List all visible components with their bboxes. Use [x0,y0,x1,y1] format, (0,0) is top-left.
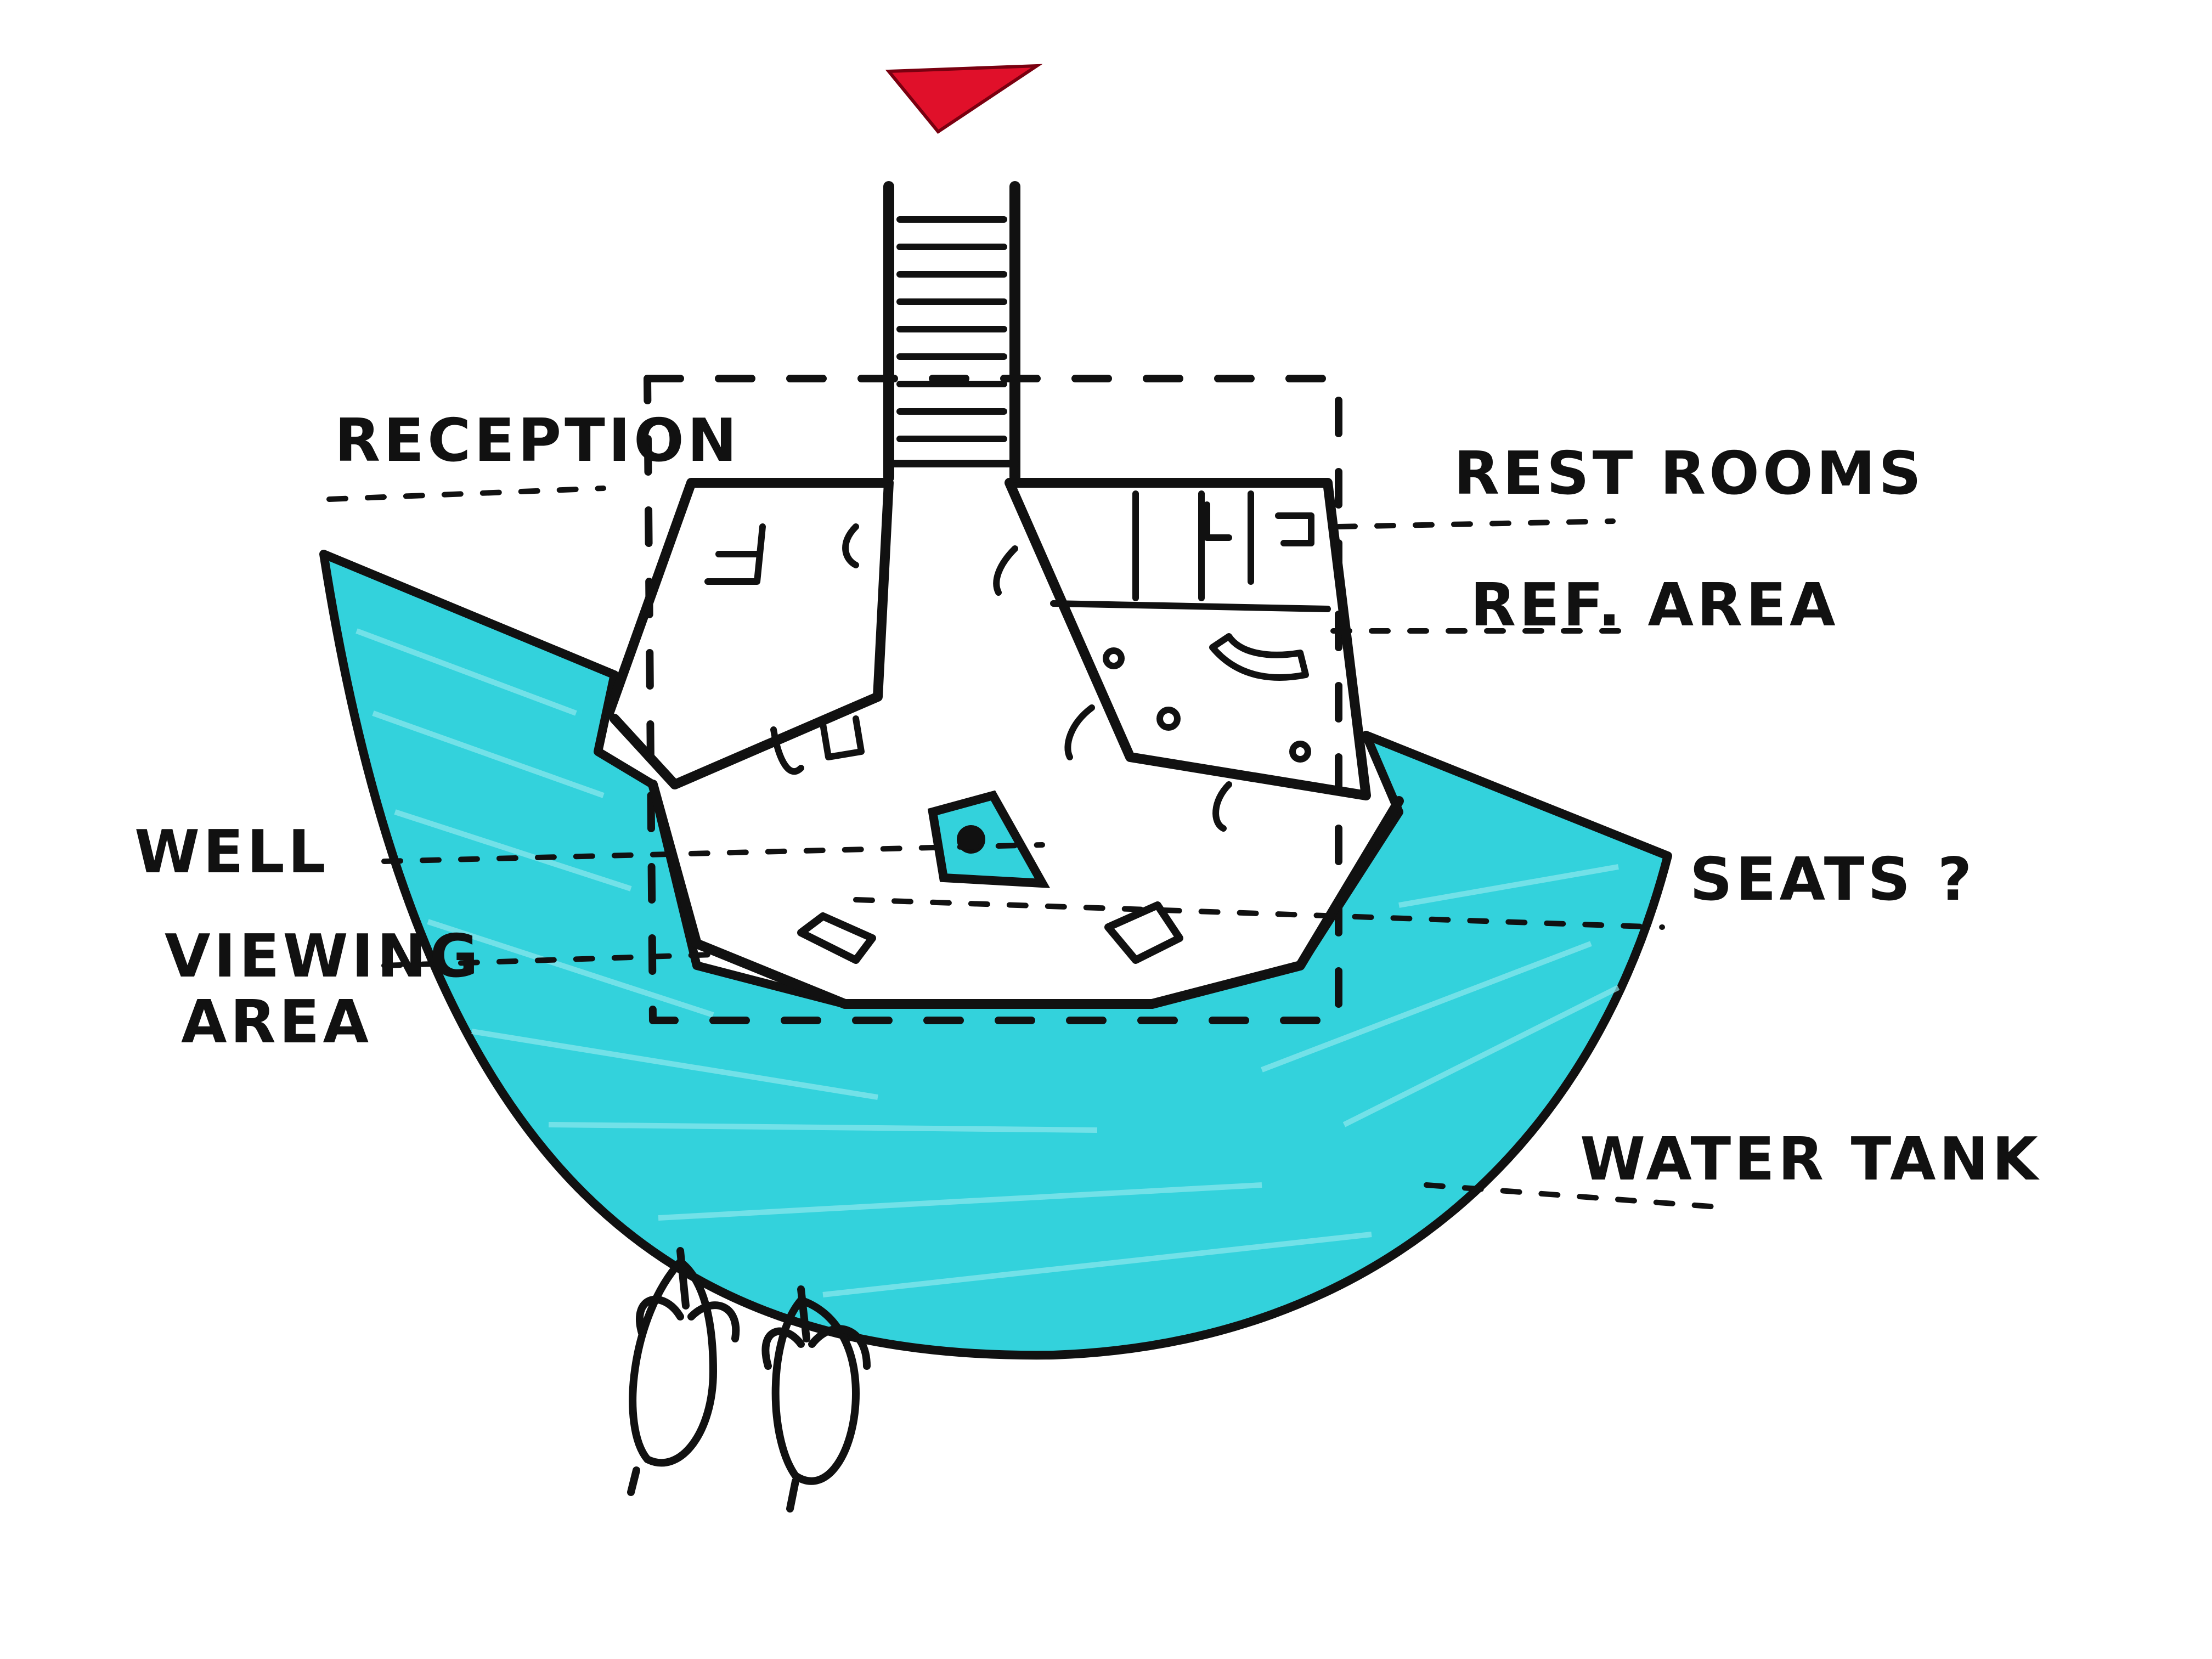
central-well [927,790,1051,888]
north-arrow-icon [885,64,1043,134]
building-outline [604,478,894,789]
label-reception: RECEPTION [335,407,740,475]
seats [797,901,1183,964]
label-ref-area: REF. AREA [1470,571,1839,640]
label-well: WELL [134,818,329,887]
central-court-outline [648,780,1404,1009]
rest-rooms-fixtures [1050,490,1331,612]
water-tank-basin [319,550,1672,1360]
site-boundary-dashed [644,375,1342,1024]
entrance-stair [883,181,1020,483]
person-figure-icon [627,1247,740,1496]
person-figure-icon [761,1285,871,1513]
building-outline-right [1005,478,1371,800]
label-viewing-area-line2: AREA [181,988,372,1057]
label-seats: SEATS ? [1690,845,1975,914]
ref-area-furniture [993,545,1311,832]
label-rest-rooms: REST ROOMS [1454,439,1925,508]
label-viewing-area-line1: VIEWING [165,922,482,991]
label-water-tank: WATER TANK [1580,1125,2041,1194]
water-hatching [356,628,1620,1297]
leader-lines [326,486,1720,1210]
reception-furniture [704,523,865,775]
